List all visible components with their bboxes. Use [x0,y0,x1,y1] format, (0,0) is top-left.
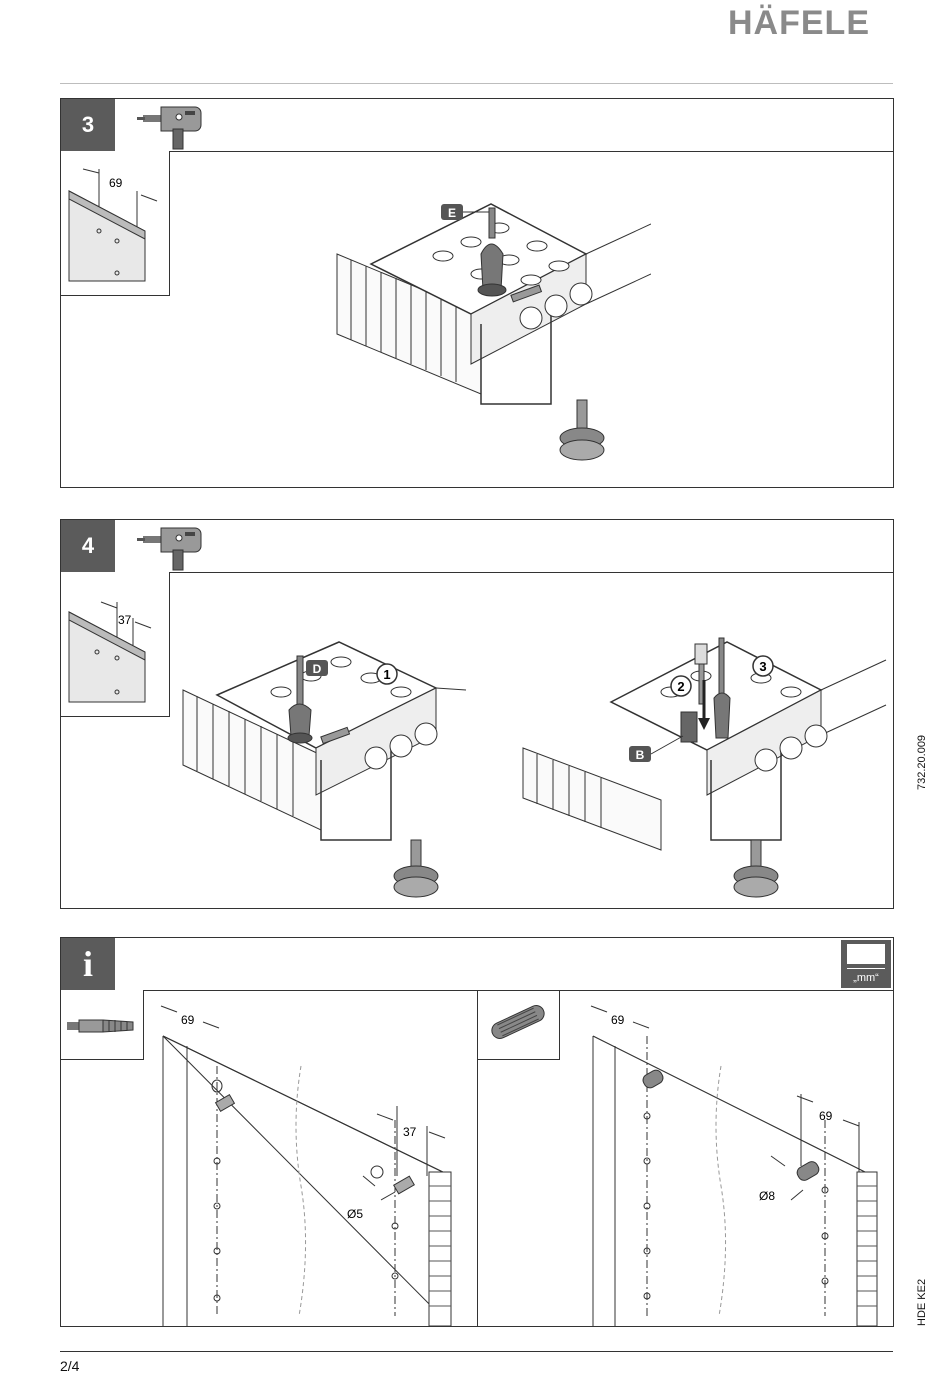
diameter-left: Ø5 [347,1207,363,1221]
step-4-panel: 4 37 [60,519,894,909]
mm-unit-label: „mm“ [841,972,891,984]
dim-side-left: 37 [403,1125,417,1139]
step-3-panel: 3 69 [60,98,894,488]
page-number: 2/4 [60,1358,79,1374]
step-3-illustration: E [331,194,651,469]
dim-top-left: 69 [181,1013,195,1027]
callout-1: 1 [383,667,390,682]
diameter-right: Ø8 [759,1189,775,1203]
callout-2: 2 [677,679,684,694]
info-drawing-right: 69 69 Ø8 [581,996,891,1326]
top-divider [60,83,893,84]
callout-b: B [636,748,645,762]
callout-3: 3 [759,659,766,674]
drill-icon [135,101,205,151]
brand-logo: HÄFELE [728,4,870,43]
step-4-dimension: 37 [118,613,132,627]
callout-d: D [313,662,322,676]
mm-unit-icon: „mm“ [841,940,891,988]
document-code: 732.20.009 [916,735,928,790]
bottom-divider [60,1351,893,1352]
info-panel: i „mm“ 69 [60,937,894,1327]
step-3-inset: 69 [61,151,170,296]
dowel-icon [478,990,558,1058]
info-icon: i [61,938,115,990]
step-4-illustration-right: 2 3 B [521,630,891,900]
step-4-illustration-left: D 1 [181,630,471,900]
dim-top-right: 69 [611,1013,625,1027]
step-4-header: 4 [61,520,893,573]
dim-side-right: 69 [819,1109,833,1123]
product-code: HDE KE2 [916,1279,928,1326]
screw-connector-icon [61,990,142,1058]
step-3-dimension: 69 [109,176,123,190]
info-drawing-left: 69 37 Ø5 [151,996,471,1326]
info-header: i „mm“ [61,938,893,991]
step-number: 4 [61,520,115,572]
step-number: 3 [61,99,115,151]
step-3-header: 3 [61,99,893,152]
dowel-inset [478,990,560,1060]
step-4-inset: 37 [61,572,170,717]
callout-e: E [448,206,456,220]
drill-icon [135,522,205,572]
screw-connector-inset [61,990,144,1060]
